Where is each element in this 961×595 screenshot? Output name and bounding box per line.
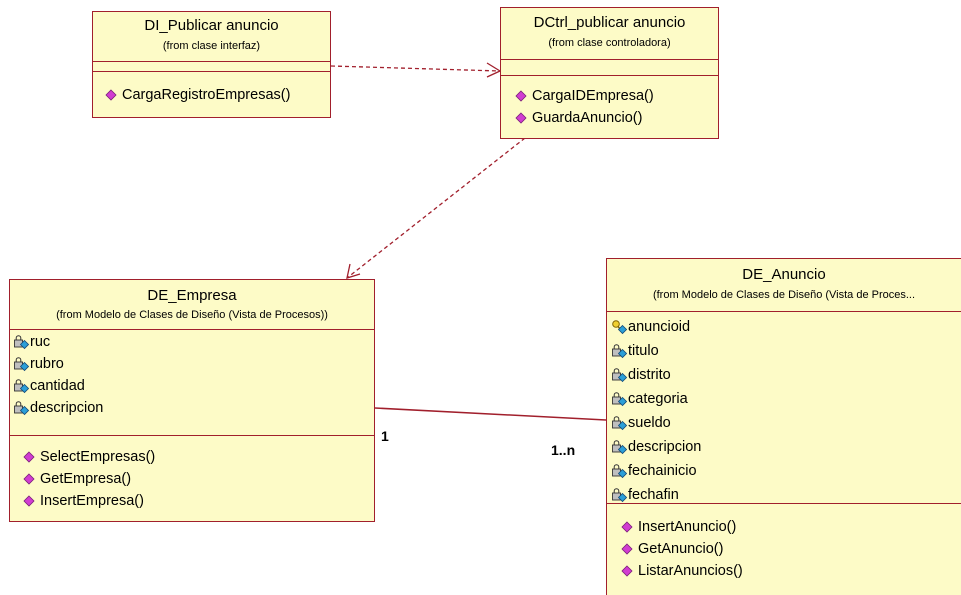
private-attribute-icon: [13, 378, 29, 394]
dependency-arrowhead-dctrl: [486, 62, 502, 78]
class-dctrl-publicar-anuncio[interactable]: DCtrl_publicar anuncio (from clase contr…: [500, 7, 719, 139]
class-header: DE_Anuncio (from Modelo de Clases de Dis…: [607, 259, 961, 312]
private-attribute-icon: [611, 463, 627, 479]
attribute-label: cantidad: [30, 378, 85, 394]
operation-label: GetEmpresa(): [40, 471, 132, 487]
operation-label: InsertEmpresa(): [40, 493, 144, 509]
public-operation-icon: [621, 519, 637, 535]
attribute-label: categoria: [628, 391, 688, 407]
attribute-item: descripcion: [13, 397, 374, 419]
private-attribute-icon: [611, 391, 627, 407]
operations-section: CargaRegistroEmpresas(): [93, 72, 330, 106]
attribute-label: descripcion: [628, 439, 702, 455]
attribute-item: distrito: [611, 363, 961, 387]
private-attribute-icon: [13, 334, 29, 350]
dependency-arrowhead-empresa: [346, 263, 361, 279]
class-name: DE_Anuncio: [742, 266, 826, 283]
attributes-section: ruc rubro cantidad descripcion: [10, 330, 374, 436]
operation-item: GetEmpresa(): [23, 468, 374, 490]
private-attribute-icon: [13, 356, 29, 372]
attribute-label: fechafin: [628, 487, 679, 503]
attribute-label: fechainicio: [628, 463, 697, 479]
attribute-item: rubro: [13, 353, 374, 375]
multiplicity-anuncio-label: 1..n: [551, 442, 576, 458]
operation-item: GuardaAnuncio(): [515, 107, 718, 129]
operation-item: CargaRegistroEmpresas(): [105, 84, 330, 106]
public-operation-icon: [23, 493, 39, 509]
public-operation-icon: [515, 110, 531, 126]
private-attribute-icon: [611, 367, 627, 383]
class-di-publicar-anuncio[interactable]: DI_Publicar anuncio (from clase interfaz…: [92, 11, 331, 118]
operation-item: ListarAnuncios(): [621, 560, 961, 582]
attribute-item: ruc: [13, 331, 374, 353]
operation-item: InsertEmpresa(): [23, 490, 374, 512]
attributes-section: [93, 62, 330, 72]
class-de-empresa[interactable]: DE_Empresa (from Modelo de Clases de Dis…: [9, 279, 375, 522]
private-attribute-icon: [611, 487, 627, 503]
class-header: DI_Publicar anuncio (from clase interfaz…: [93, 12, 330, 62]
private-attribute-icon: [611, 415, 627, 431]
operation-label: CargaIDEmpresa(): [532, 88, 654, 104]
operation-label: CargaRegistroEmpresas(): [122, 87, 291, 103]
attribute-item: sueldo: [611, 411, 961, 435]
operation-item: GetAnuncio(): [621, 538, 961, 560]
class-package: (from Modelo de Clases de Diseño (Vista …: [652, 289, 916, 301]
public-operation-icon: [515, 88, 531, 104]
operation-item: SelectEmpresas(): [23, 446, 374, 468]
operation-label: SelectEmpresas(): [40, 449, 156, 465]
public-operation-icon: [621, 541, 637, 557]
dependency-dctrl-to-empresa: [346, 137, 526, 279]
attribute-item: fechainicio: [611, 459, 961, 483]
private-attribute-icon: [611, 343, 627, 359]
class-header: DE_Empresa (from Modelo de Clases de Dis…: [10, 280, 374, 330]
operation-label: GuardaAnuncio(): [532, 110, 643, 126]
attribute-label: distrito: [628, 367, 671, 383]
attribute-label: sueldo: [628, 415, 671, 431]
class-package: (from Modelo de Clases de Diseño (Vista …: [56, 309, 328, 321]
operation-label: ListarAnuncios(): [638, 563, 743, 579]
attribute-label: anuncioid: [628, 319, 691, 335]
attribute-item: descripcion: [611, 435, 961, 459]
attribute-item: cantidad: [13, 375, 374, 397]
operation-item: InsertAnuncio(): [621, 516, 961, 538]
class-package: (from clase interfaz): [162, 40, 261, 52]
operations-section: CargaIDEmpresa() GuardaAnuncio(): [501, 76, 718, 129]
private-attribute-icon: [13, 400, 29, 416]
class-package: (from clase controladora): [548, 37, 671, 49]
attributes-section: [501, 60, 718, 76]
operations-section: SelectEmpresas() GetEmpresa() InsertEmpr…: [10, 436, 374, 512]
attribute-label: ruc: [30, 334, 51, 350]
attribute-label: rubro: [30, 356, 64, 372]
private-attribute-icon: [611, 439, 627, 455]
public-operation-icon: [621, 563, 637, 579]
attribute-label: titulo: [628, 343, 659, 359]
class-name: DE_Empresa: [147, 287, 237, 304]
operation-label: GetAnuncio(): [638, 541, 724, 557]
attributes-section: anuncioid titulo distrito categoria suel…: [607, 312, 961, 504]
primary-key-icon: [611, 319, 627, 335]
multiplicity-empresa-label: 1: [381, 428, 389, 444]
operation-label: InsertAnuncio(): [638, 519, 737, 535]
class-name: DCtrl_publicar anuncio: [533, 14, 686, 31]
attribute-item: fechafin: [611, 483, 961, 507]
public-operation-icon: [23, 471, 39, 487]
class-de-anuncio[interactable]: DE_Anuncio (from Modelo de Clases de Dis…: [606, 258, 961, 595]
attribute-item: categoria: [611, 387, 961, 411]
attribute-label: descripcion: [30, 400, 104, 416]
class-header: DCtrl_publicar anuncio (from clase contr…: [501, 8, 718, 60]
dependency-di-to-dctrl: [330, 65, 501, 72]
attribute-item: titulo: [611, 339, 961, 363]
operations-section: InsertAnuncio() GetAnuncio() ListarAnunc…: [607, 504, 961, 582]
class-name: DI_Publicar anuncio: [144, 17, 279, 34]
public-operation-icon: [105, 87, 121, 103]
public-operation-icon: [23, 449, 39, 465]
operation-item: CargaIDEmpresa(): [515, 85, 718, 107]
association-empresa-anuncio: [374, 407, 607, 421]
attribute-item: anuncioid: [611, 315, 961, 339]
